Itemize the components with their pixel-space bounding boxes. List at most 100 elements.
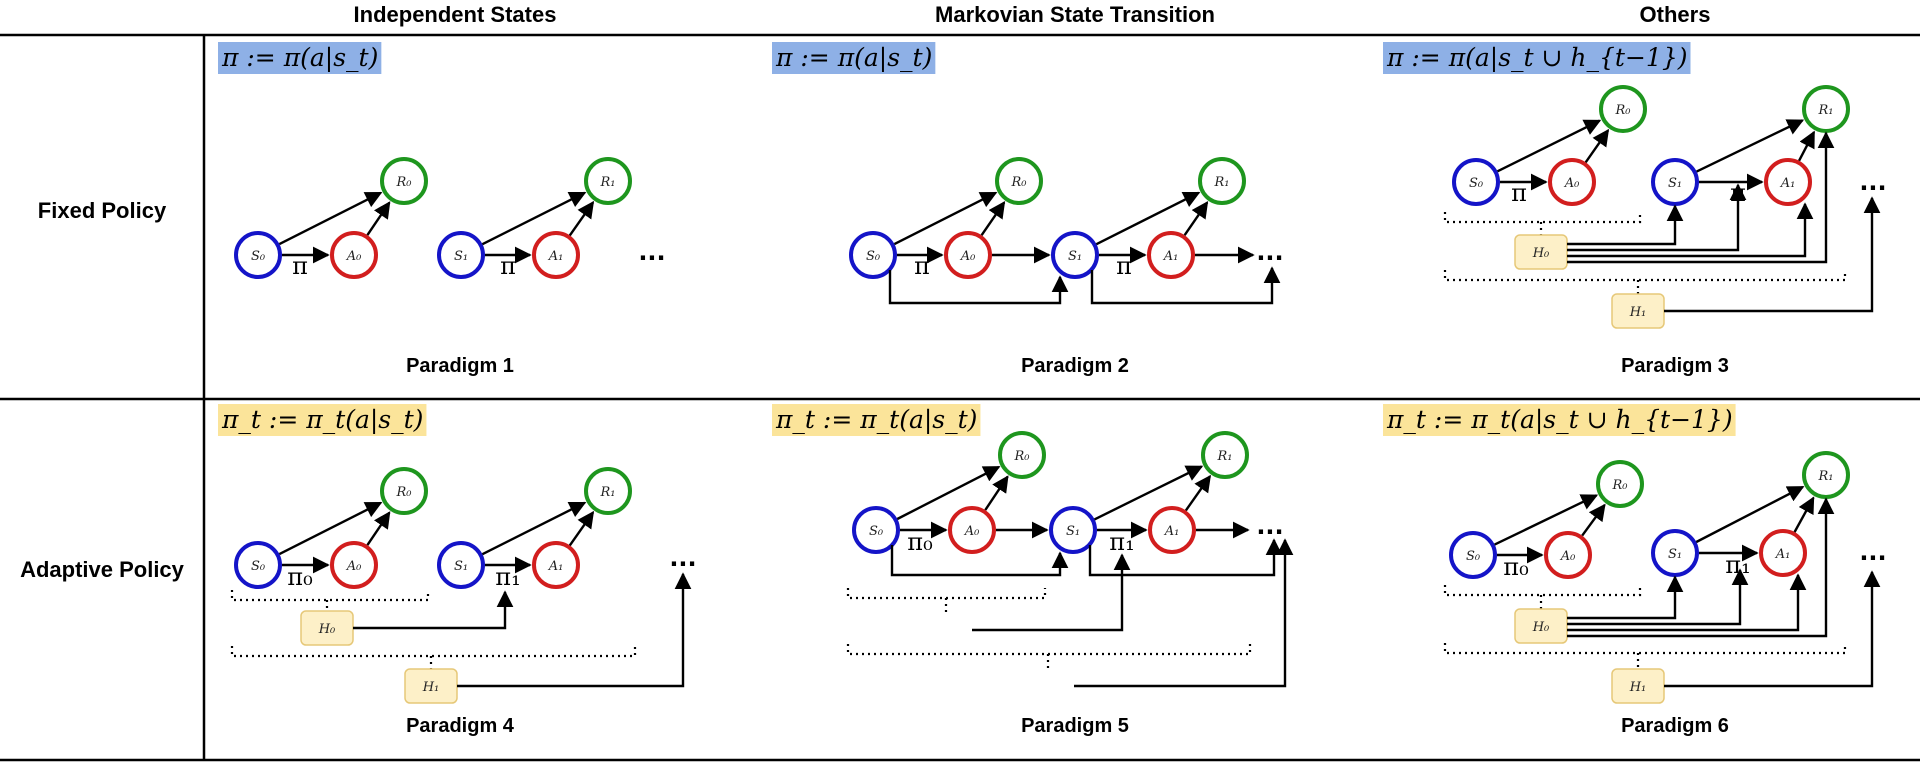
- history-box-h0: [1514, 234, 1568, 270]
- edge-a0-r0: [366, 511, 391, 546]
- formula-highlight: [1383, 404, 1736, 436]
- node-label-r1: R₁: [600, 175, 616, 190]
- edge-h1-next: [1664, 570, 1881, 688]
- reward-node-r0: [995, 157, 1043, 205]
- paradigm-label: Paradigm 4: [406, 715, 515, 737]
- history-label-h0: H₀: [1532, 246, 1550, 261]
- node-label-r1: R₁: [1214, 175, 1230, 190]
- policy-label-1: π: [500, 252, 516, 280]
- node-label-s1: S₁: [454, 249, 468, 264]
- continuation-ellipsis: ...: [638, 238, 665, 266]
- edge-s0-r0: [1494, 494, 1599, 546]
- node-label-s1: S₁: [1066, 524, 1080, 539]
- edge-s0-r0: [893, 191, 998, 246]
- node-label-a1: A₁: [548, 249, 564, 264]
- history-bracket-h0: [1443, 212, 1642, 224]
- node-label-s0: S₀: [251, 249, 266, 264]
- node-label-s1: S₁: [1668, 176, 1682, 191]
- edge-a0-r0: [984, 475, 1009, 511]
- policy-formula: π := π(a|s_t ∪ h_{t−1}): [1386, 43, 1688, 73]
- state-node-s1: [1651, 529, 1699, 577]
- node-label-s0: S₀: [869, 524, 884, 539]
- action-node-a0: [330, 231, 378, 279]
- edge-s1-r1: [1695, 485, 1805, 544]
- state-node-s0: [1452, 158, 1500, 206]
- edge-a1-r1: [1793, 496, 1815, 533]
- node-label-r0: R₀: [1014, 449, 1031, 464]
- action-node-a0: [948, 506, 996, 554]
- reward-node-r0: [1599, 85, 1647, 133]
- edge-s0-r0: [896, 465, 1001, 521]
- edge-h0-r1: [1567, 131, 1835, 264]
- formula-highlight: [772, 404, 981, 436]
- edge-h0-policy: [972, 553, 1131, 632]
- edge-a1-r1: [568, 510, 595, 547]
- node-label-a0: A₀: [964, 524, 980, 539]
- state-node-s0: [852, 506, 900, 554]
- reward-node-r0: [998, 431, 1046, 479]
- node-label-r1: R₁: [1818, 469, 1834, 484]
- history-bracket-h0: [1443, 585, 1642, 597]
- reward-node-r1: [1802, 85, 1850, 133]
- edge-h0-s1: [1567, 575, 1684, 620]
- formula-highlight: [218, 42, 382, 74]
- history-label-h1: H₁: [1629, 680, 1647, 695]
- state-node-s1: [437, 541, 485, 589]
- formula-highlight: [1383, 42, 1691, 74]
- node-label-r0: R₀: [1612, 478, 1629, 493]
- row-header-fixed-policy: Fixed Policy: [38, 198, 167, 223]
- edge-s1-r1: [481, 501, 587, 556]
- edge-a0-r0: [366, 201, 391, 236]
- node-label-a1: A₁: [1163, 249, 1179, 264]
- node-label-a0: A₀: [1564, 176, 1580, 191]
- edge-s0-r0: [278, 501, 383, 556]
- node-label-s1: S₁: [1668, 547, 1682, 562]
- policy-label-0: π₀: [907, 528, 932, 556]
- node-label-r0: R₀: [396, 175, 413, 190]
- paradigm-label: Paradigm 5: [1021, 715, 1129, 737]
- node-label-a0: A₀: [1560, 549, 1576, 564]
- node-label-s0: S₀: [251, 559, 266, 574]
- action-node-a0: [1544, 531, 1592, 579]
- state-node-s0: [849, 231, 897, 279]
- edge-s1-r1: [1095, 191, 1201, 246]
- policy-formula: π := π(a|s_t): [775, 43, 932, 73]
- action-node-a1: [1148, 506, 1196, 554]
- reward-node-r0: [380, 467, 428, 515]
- node-label-a0: A₀: [960, 249, 976, 264]
- reward-node-r1: [584, 467, 632, 515]
- policy-label-1: π₁: [1725, 551, 1750, 579]
- node-label-r0: R₀: [396, 485, 413, 500]
- reward-node-r0: [1596, 460, 1644, 508]
- node-label-a1: A₁: [1164, 524, 1180, 539]
- edge-h0-a1: [1567, 573, 1807, 632]
- state-node-s1: [1051, 231, 1099, 279]
- node-label-s1: S₁: [454, 559, 468, 574]
- node-label-s1: S₁: [1068, 249, 1082, 264]
- edge-h0-a1: [1567, 202, 1814, 258]
- edge-s0-r0: [1496, 119, 1602, 173]
- row-header-adaptive-policy: Adaptive Policy: [20, 557, 185, 582]
- history-label-h0: H₀: [1532, 620, 1550, 635]
- node-label-r1: R₁: [600, 485, 616, 500]
- edge-s0-s1-loop: [890, 545, 1069, 577]
- state-node-s1: [437, 231, 485, 279]
- formula-highlight: [772, 42, 936, 74]
- state-node-s0: [234, 231, 282, 279]
- action-node-a0: [1548, 158, 1596, 206]
- policy-label-1: π₁: [1109, 528, 1134, 556]
- edge-s0-s1-loop: [888, 270, 1069, 305]
- edge-h0-policy: [1567, 183, 1747, 252]
- history-bracket-h1: [1443, 270, 1847, 282]
- policy-label-1: π: [1116, 252, 1132, 280]
- edge-a1-r1: [1798, 130, 1816, 162]
- policy-formula: π_t := π_t(a|s_t): [775, 405, 977, 435]
- edge-s0-r0: [278, 191, 383, 246]
- node-label-s0: S₀: [866, 249, 881, 264]
- history-bracket-h0: [846, 588, 1047, 600]
- history-bracket-h1: [230, 646, 637, 658]
